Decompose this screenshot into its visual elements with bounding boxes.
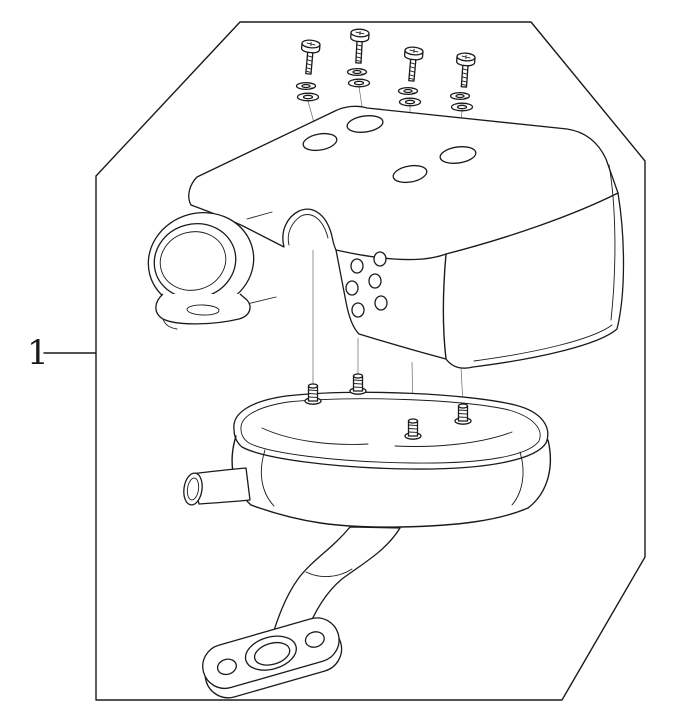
cover-front-hole bbox=[374, 295, 388, 311]
bolt-4 bbox=[456, 52, 476, 88]
lock-washer-1 bbox=[295, 81, 317, 91]
flat-washer-3 bbox=[398, 97, 422, 107]
bolt-shaft bbox=[408, 58, 417, 82]
muffler-inlet-stub bbox=[183, 467, 251, 506]
mounting-stud-4 bbox=[454, 403, 472, 425]
muffler-shell-bottom bbox=[250, 504, 529, 528]
diagram-frame-border bbox=[95, 21, 646, 701]
washer-split bbox=[360, 68, 366, 75]
washer-hole bbox=[403, 88, 413, 94]
heat-shield-cover bbox=[147, 105, 625, 369]
cover-front-hole bbox=[351, 302, 365, 318]
bolt-drive-slot bbox=[409, 48, 419, 54]
washer-hole bbox=[353, 80, 365, 86]
bolt-threads bbox=[461, 68, 469, 86]
stud-top bbox=[352, 373, 364, 379]
cover-front-hole bbox=[350, 258, 364, 274]
muffler-top-ribs bbox=[261, 427, 513, 447]
stud-top bbox=[457, 403, 469, 409]
bolt-2 bbox=[350, 28, 370, 64]
snout-bore bbox=[159, 231, 227, 291]
cover-front-hole bbox=[373, 251, 387, 267]
cover-bottom-inner-edge bbox=[473, 324, 613, 362]
bracket-slot bbox=[186, 304, 220, 316]
mounting-stud-1 bbox=[304, 383, 322, 405]
mounting-stud-2 bbox=[349, 373, 367, 395]
lock-washer-4 bbox=[449, 91, 471, 101]
bolt-drive-slot bbox=[461, 54, 471, 60]
muffler-shell-right bbox=[527, 439, 552, 509]
lock-washer-3 bbox=[397, 86, 419, 96]
washer-split bbox=[411, 87, 417, 94]
cover-silhouette bbox=[188, 105, 625, 369]
bolt-1 bbox=[300, 39, 321, 75]
stud-threads bbox=[308, 389, 318, 398]
bolt-shaft bbox=[305, 51, 314, 75]
stub-body bbox=[191, 467, 251, 505]
flat-washer-2 bbox=[347, 78, 371, 88]
washer-hole bbox=[455, 93, 465, 99]
stud-threads bbox=[458, 409, 468, 418]
flat-washer-1 bbox=[296, 92, 320, 102]
stud-threads bbox=[408, 424, 418, 433]
washer-hole bbox=[302, 94, 314, 100]
cover-right-inner-edge bbox=[608, 164, 616, 321]
bolt-threads bbox=[408, 62, 416, 80]
cover-front-corner-edge bbox=[442, 253, 447, 360]
stud-threads bbox=[353, 379, 363, 388]
flange-bolt-hole-right bbox=[304, 631, 325, 648]
washer-split bbox=[309, 82, 315, 89]
bracket-lip bbox=[162, 318, 178, 330]
mounting-stud-3 bbox=[404, 418, 422, 440]
lock-washer-2 bbox=[346, 67, 368, 77]
mounting-bracket bbox=[155, 293, 251, 330]
bolt-threads bbox=[305, 55, 313, 73]
bolt-3 bbox=[403, 46, 424, 82]
cover-top-hole-1 bbox=[302, 132, 338, 152]
bolt-drive-slot bbox=[355, 30, 365, 36]
snout-joint-lines bbox=[246, 211, 277, 305]
bracket-plate bbox=[155, 293, 251, 325]
washer-hole bbox=[352, 69, 362, 75]
flange-bolt-hole-left bbox=[216, 658, 237, 676]
cover-top-hole-3 bbox=[392, 164, 428, 184]
bolt-threads bbox=[355, 44, 363, 62]
flange-bore bbox=[253, 641, 291, 666]
part-number-label: 1 bbox=[27, 333, 49, 373]
washer-hole bbox=[301, 83, 311, 89]
washer-hole bbox=[404, 99, 416, 105]
stud-top bbox=[407, 418, 419, 424]
part-callout: 1 bbox=[27, 333, 97, 373]
downpipe-seam bbox=[305, 568, 353, 577]
washer-split bbox=[463, 92, 469, 99]
muffler-body bbox=[183, 373, 552, 528]
cover-front-hole bbox=[345, 280, 359, 296]
cover-top-hole-2 bbox=[346, 115, 384, 133]
cover-arch-cutout bbox=[287, 214, 329, 246]
outlet-snout bbox=[147, 211, 277, 311]
stub-bore bbox=[186, 477, 200, 501]
cover-front-hole bbox=[368, 273, 382, 289]
cover-top-hole-4 bbox=[439, 146, 477, 164]
bolt-drive-slot bbox=[306, 41, 316, 47]
flat-washer-4 bbox=[450, 102, 474, 112]
muffler-endcap-seams bbox=[260, 449, 524, 507]
washer-hole bbox=[456, 104, 468, 110]
exhaust-flange bbox=[202, 617, 343, 699]
stud-top bbox=[307, 383, 319, 389]
muffler-top-plate bbox=[233, 391, 549, 470]
